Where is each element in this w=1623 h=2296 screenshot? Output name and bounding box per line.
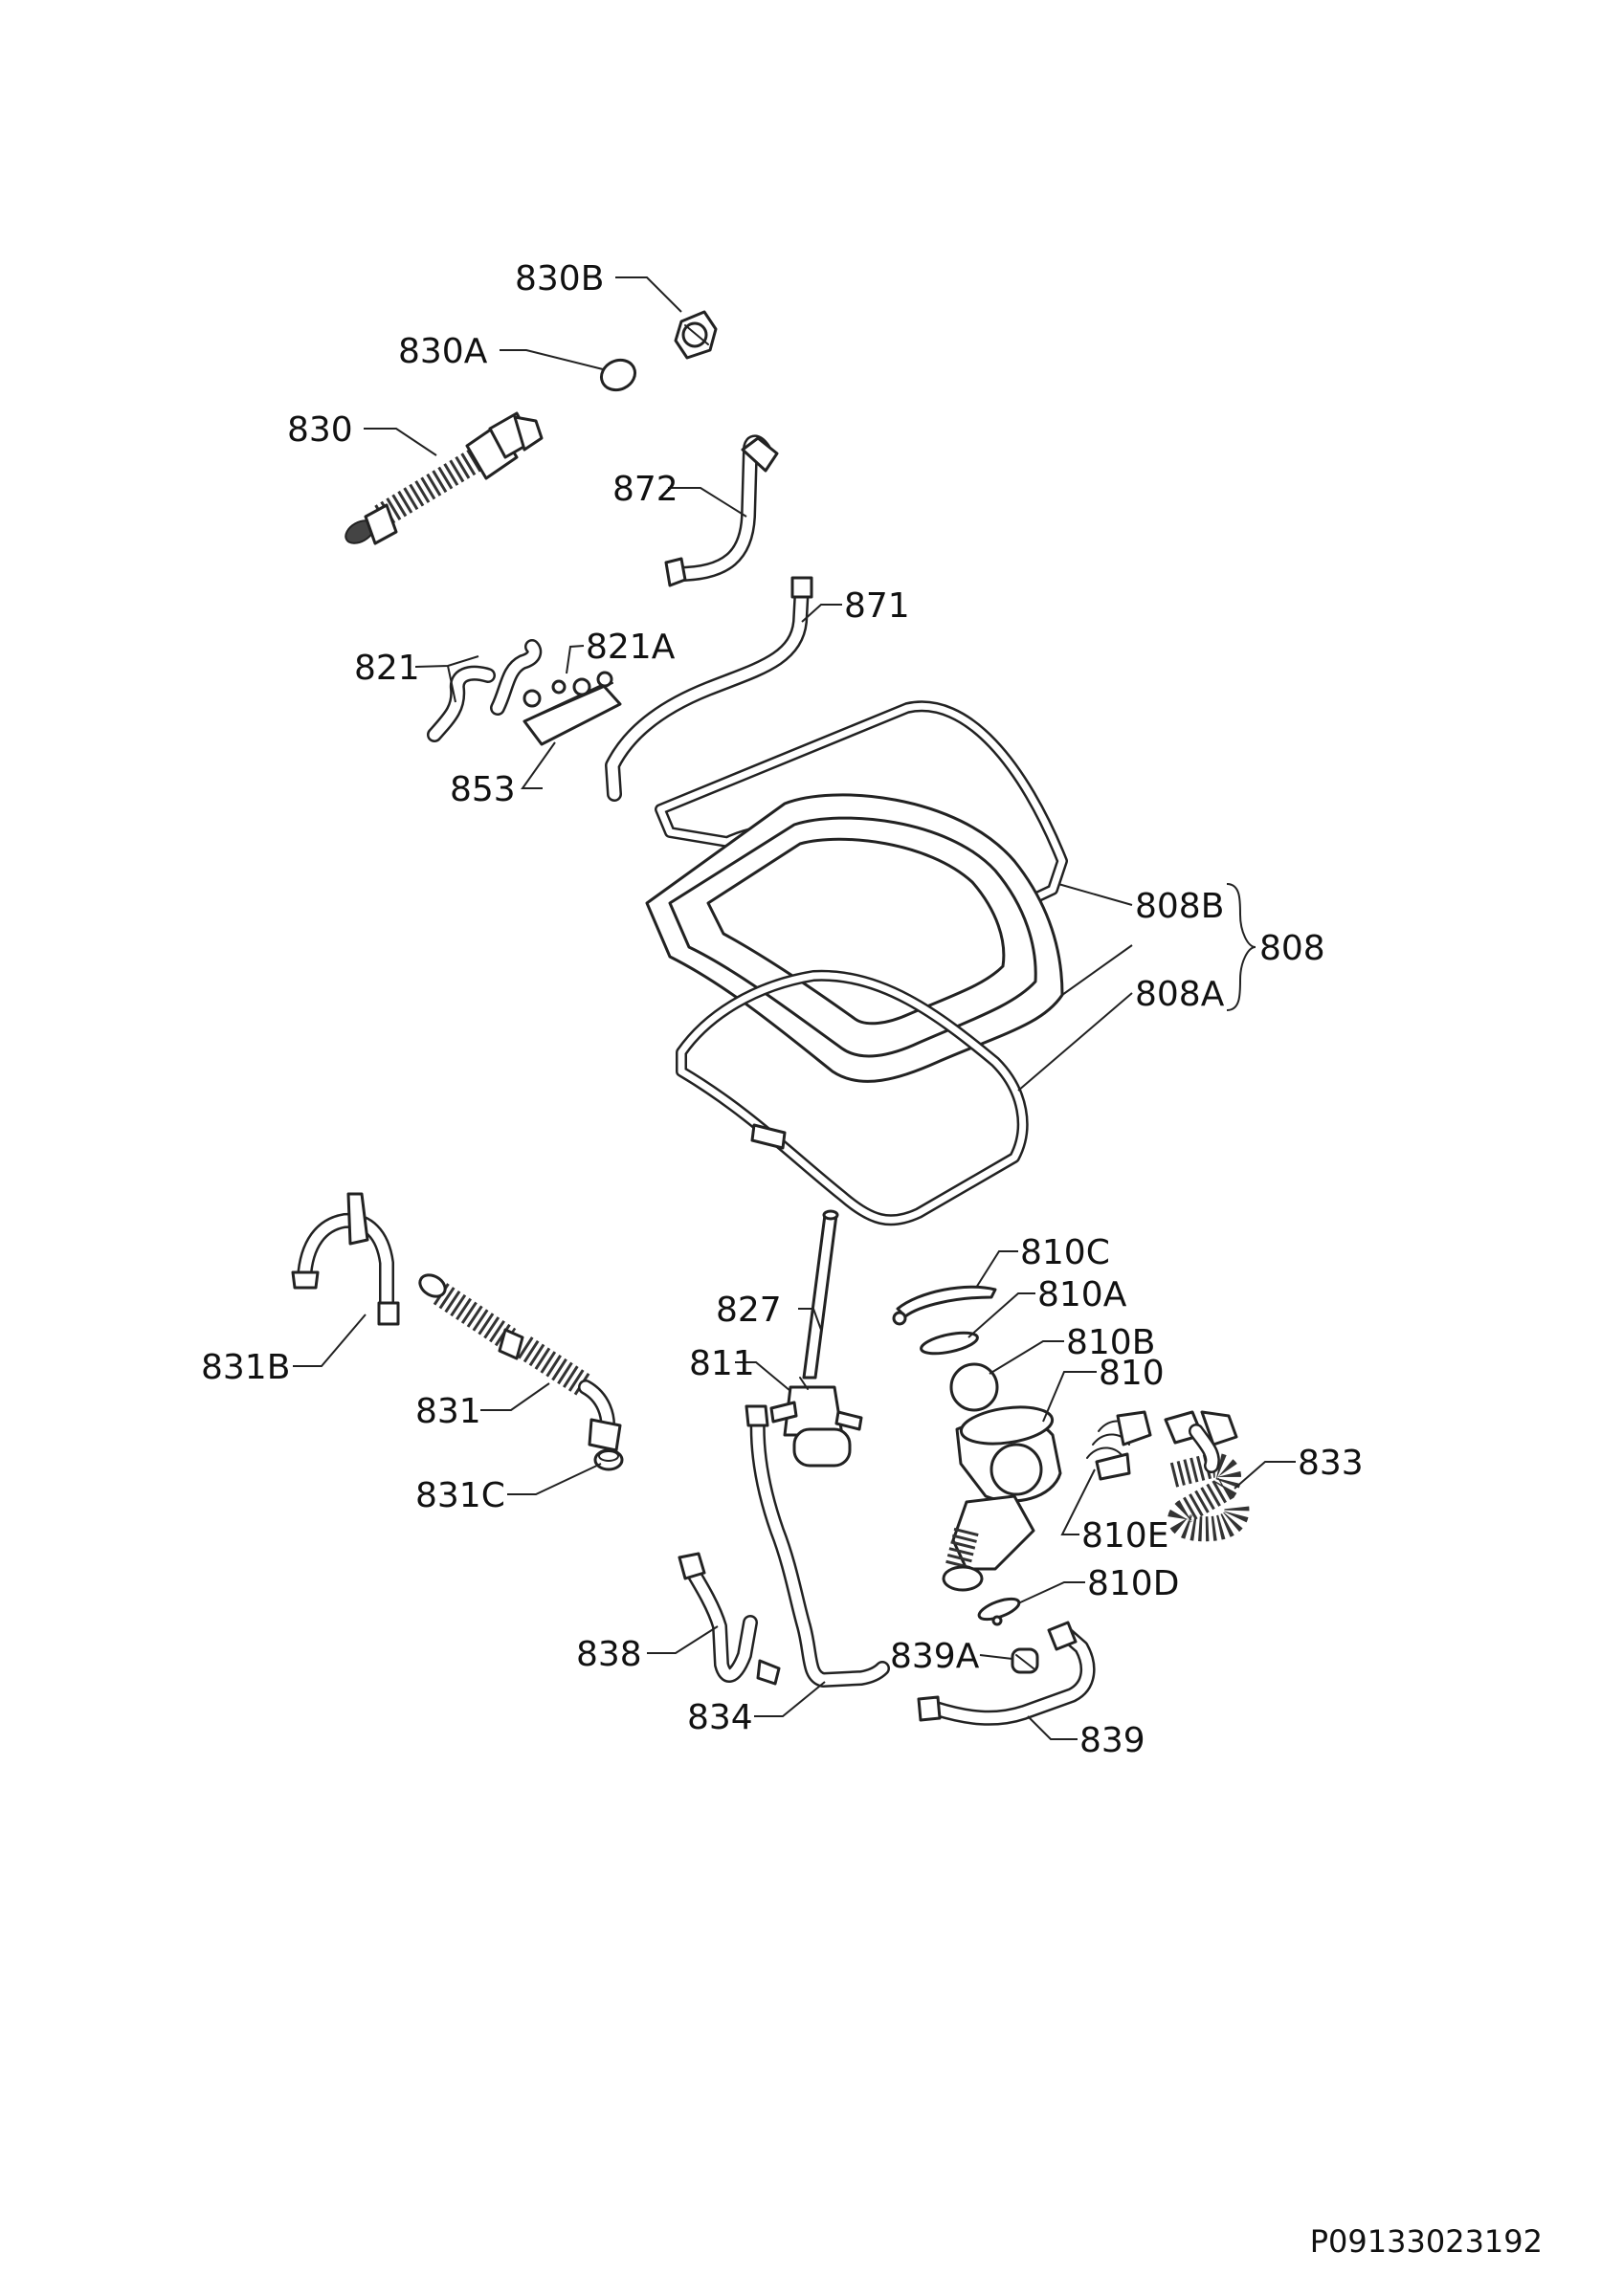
part-834-hose[interactable] [745,1404,890,1688]
label-839a: 839A [890,1637,980,1676]
label-821: 821 [354,649,420,688]
label-831c: 831C [415,1476,505,1515]
part-811-pressure-sensor[interactable] [769,1377,863,1468]
part-810d-gasket[interactable] [977,1595,1022,1626]
part-838-hose[interactable] [678,1552,781,1686]
part-808a-lower-gasket[interactable] [676,969,1029,1226]
part-839a-connector[interactable] [1011,1647,1039,1674]
label-830a: 830A [398,332,488,371]
label-827: 827 [716,1291,782,1330]
part-810a-gasket[interactable] [920,1329,979,1358]
label-871: 871 [844,586,910,626]
label-821a: 821A [586,628,676,667]
label-808b: 808B [1135,887,1224,926]
part-871-long-hose[interactable] [605,576,813,802]
part-830a-o-ring[interactable] [596,355,639,395]
label-834: 834 [687,1698,753,1737]
part-853-valve-bracket[interactable] [522,671,622,746]
part-831c-clamp[interactable] [593,1448,624,1471]
part-833-outlet-hose[interactable] [1164,1410,1250,1542]
label-853: 853 [450,770,516,809]
label-831: 831 [415,1392,481,1431]
label-838: 838 [576,1635,642,1674]
part-810c-filter-cap[interactable] [892,1285,997,1326]
label-808a: 808A [1135,975,1225,1014]
label-839: 839 [1079,1721,1145,1760]
label-808: 808 [1259,929,1325,968]
part-827-rod[interactable] [802,1209,839,1380]
label-810d: 810D [1087,1564,1179,1603]
part-831b-hose-guide[interactable] [291,1192,400,1326]
part-810-pump-housing[interactable] [942,1402,1062,1592]
label-810b: 810B [1066,1323,1155,1362]
label-811: 811 [689,1344,755,1383]
part-810b-ball[interactable] [949,1362,999,1412]
part-810e-pump-spring[interactable] [1086,1410,1152,1481]
part-830-inlet-hose[interactable] [342,411,544,548]
label-831b: 831B [201,1348,290,1387]
part-872-curved-hose[interactable] [664,434,779,587]
label-810a: 810A [1037,1275,1127,1314]
part-831-drain-hose[interactable] [416,1270,622,1452]
leader-lines [293,276,1296,1740]
label-810: 810 [1099,1354,1165,1393]
label-830: 830 [287,410,353,450]
part-839-hose[interactable] [917,1621,1096,1726]
drawing-code: P09133023192 [1310,2223,1543,2260]
part-labels: 830B 830A 830 872 871 821 821A 853 808B … [201,259,1364,1760]
label-872: 872 [612,470,678,509]
part-821-hose-set[interactable] [427,639,543,742]
label-830b: 830B [515,259,604,298]
part-808-tub-frame[interactable] [645,793,1064,1083]
label-833: 833 [1298,1444,1364,1483]
label-810e: 810E [1081,1516,1168,1556]
part-830b-nut[interactable] [674,310,718,360]
part-821a-clip[interactable] [551,679,567,695]
label-810c: 810C [1020,1233,1110,1272]
